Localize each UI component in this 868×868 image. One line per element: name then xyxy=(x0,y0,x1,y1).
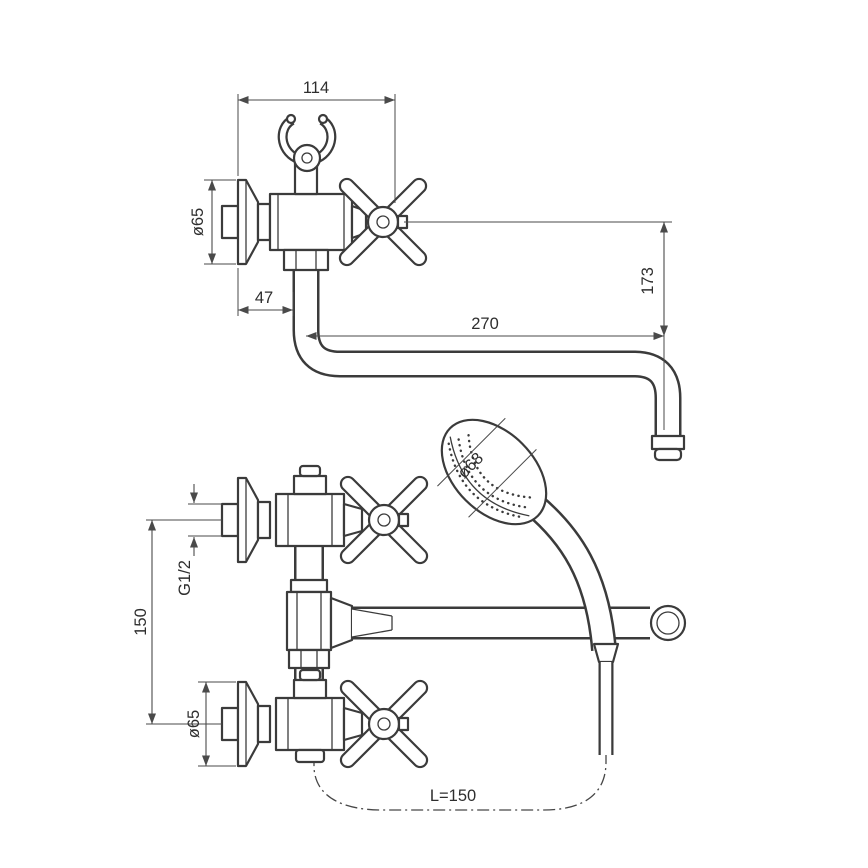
spout-tube xyxy=(292,266,686,462)
bath-spout xyxy=(351,604,687,642)
wall-flange-bottom-upper xyxy=(220,476,272,564)
hose-fitting xyxy=(592,642,620,664)
wall-flange-top xyxy=(220,178,272,266)
hex-nut xyxy=(282,248,330,272)
hook-pivot xyxy=(292,143,322,173)
dim-centers-label: 150 xyxy=(132,608,150,636)
hand-shower: ø68 xyxy=(437,417,620,755)
top-assembly xyxy=(220,113,686,462)
handset-hook xyxy=(277,113,337,196)
hex-nut xyxy=(287,648,331,670)
wall-inlet xyxy=(220,706,240,742)
shower-head: ø68 xyxy=(437,417,548,526)
wall-inlet xyxy=(220,502,240,538)
valve-top xyxy=(274,464,429,565)
hose-length-curve xyxy=(313,748,607,811)
dim-width-label: 114 xyxy=(303,79,329,97)
cross-handle-cold xyxy=(339,679,429,769)
wall-inlet xyxy=(220,204,240,240)
spout-junction xyxy=(285,578,354,670)
valve-bottom xyxy=(274,668,429,769)
spout-nozzle-tip xyxy=(653,447,683,462)
dim-offset-label: 47 xyxy=(255,289,273,307)
dim-thread-label: G1/2 xyxy=(176,560,194,596)
dim-reach-label: 270 xyxy=(471,315,499,333)
dim-flange-top-label: ø65 xyxy=(189,208,207,236)
dim-hose-length-label: L=150 xyxy=(430,787,476,805)
cross-handle-hot xyxy=(339,475,429,565)
spout-outlet xyxy=(649,604,687,642)
dim-flange-bottom-label: ø65 xyxy=(185,710,203,738)
bottom-assembly: ø68 xyxy=(220,417,687,811)
dimensions: 114 ø65 47 270 173 G1/2 150 ø6 xyxy=(132,79,672,805)
wall-flange-bottom-lower xyxy=(220,680,272,768)
dim-height-label: 173 xyxy=(639,267,657,295)
spout-nozzle xyxy=(650,434,686,451)
diverter-knob xyxy=(351,608,393,617)
cross-handle-top xyxy=(338,177,428,267)
